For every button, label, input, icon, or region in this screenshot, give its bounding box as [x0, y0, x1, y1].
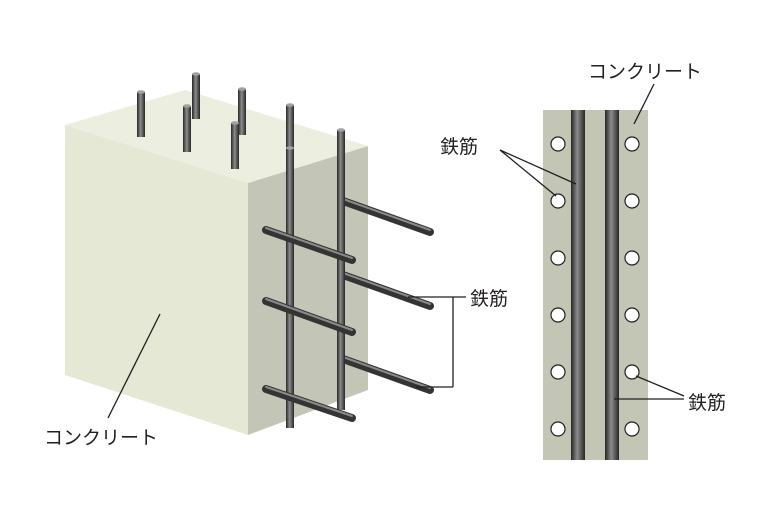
rebar-vertical	[286, 128, 345, 428]
block-annotations: コンクリート 鉄筋	[44, 288, 508, 449]
block-front-face	[65, 125, 248, 435]
rebar-cross-section	[550, 421, 566, 437]
rebar-cross-section	[624, 307, 640, 323]
section-rebar-dots-right	[624, 136, 640, 437]
label-rebar-section-bottom: 鉄筋	[688, 392, 726, 414]
rebar-horizontal-back	[339, 197, 434, 394]
rebar-horizontal-front	[262, 226, 356, 422]
rebar-cross-section	[550, 193, 566, 209]
rebar-stub	[238, 89, 246, 135]
leader-line	[633, 83, 655, 125]
rebar-cross-section	[550, 364, 566, 380]
section-rebar-bar	[571, 110, 585, 460]
rebar-stubs-top	[137, 72, 294, 169]
concrete-block	[65, 90, 368, 435]
section-concrete	[543, 110, 648, 460]
rebar-cross-section	[624, 136, 640, 152]
leader-line	[499, 149, 577, 185]
rebar-bar	[339, 355, 434, 394]
rebar-bar	[262, 226, 356, 264]
label-concrete-section: コンクリート	[588, 61, 702, 83]
rebar-cross-section	[624, 364, 640, 380]
section-annotations: コンクリート 鉄筋 鉄筋	[440, 61, 726, 414]
rebar-cross-section	[550, 250, 566, 266]
label-rebar-block: 鉄筋	[470, 288, 508, 310]
rebar-cross-section	[550, 307, 566, 323]
rebar-bar	[337, 130, 345, 410]
rebar-cross-section	[624, 250, 640, 266]
rebar-bar	[286, 148, 294, 428]
label-rebar-section-top: 鉄筋	[440, 136, 478, 158]
leader-line	[107, 313, 161, 419]
rebar-cross-section	[624, 193, 640, 209]
rebar-stub	[183, 106, 191, 152]
rebar-cross-section	[624, 421, 640, 437]
rebar-cross-section	[550, 136, 566, 152]
rebar-stub	[192, 74, 200, 119]
rebar-stub	[231, 123, 239, 169]
rebar-bar	[262, 385, 356, 422]
rebar-bar	[339, 197, 434, 236]
section-rebar-dots-left	[550, 136, 566, 437]
rebar-stub	[137, 92, 145, 137]
label-concrete-block: コンクリート	[44, 427, 158, 449]
section-rebar-bar	[605, 110, 619, 460]
rebar-bar	[262, 297, 356, 336]
concrete-cross-section	[543, 110, 648, 460]
rebar-bar	[339, 271, 434, 310]
rebar-stub	[286, 105, 294, 150]
leader-line	[499, 149, 557, 197]
leader-line	[635, 375, 685, 397]
